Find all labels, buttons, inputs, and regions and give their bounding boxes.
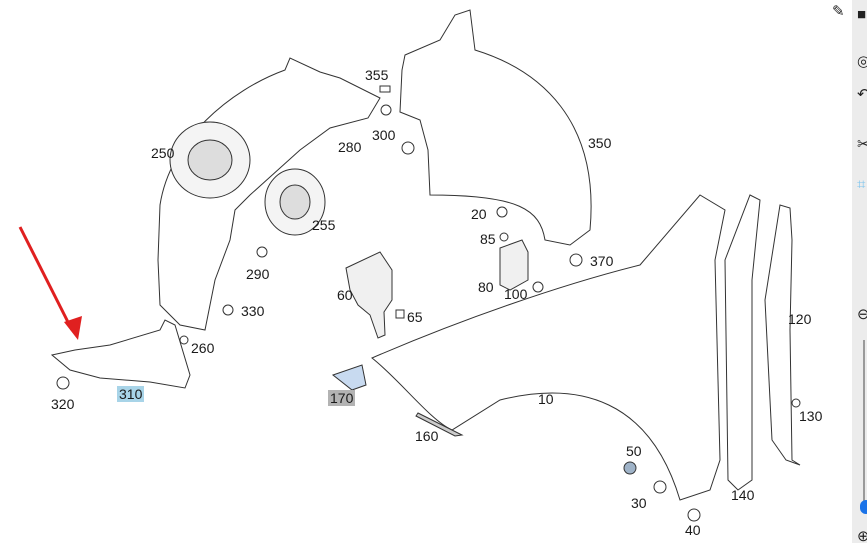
label-280: 280 (338, 139, 362, 155)
label-65: 65 (407, 309, 423, 325)
label-330: 330 (241, 303, 265, 319)
zoom-slider-track[interactable] (863, 340, 865, 510)
part-80-bracket (500, 240, 528, 290)
label-310: 310 (117, 386, 145, 402)
part-20-bolt (497, 207, 507, 217)
label-140: 140 (731, 487, 755, 503)
diagram-drawing (0, 0, 852, 543)
part-100-nut (533, 282, 543, 292)
zoom-out-icon[interactable]: ⊖ (857, 306, 867, 323)
label-30: 30 (631, 495, 647, 511)
part-40-nut (688, 509, 700, 521)
undo-icon[interactable]: ↶ (857, 86, 867, 103)
part-170-piece (333, 365, 366, 390)
label-100: 100 (504, 286, 528, 302)
label-120: 120 (788, 311, 812, 327)
part-260-clip (180, 336, 188, 344)
part-320-screw (57, 377, 69, 389)
part-310-deflector (52, 320, 190, 388)
label-20: 20 (471, 206, 487, 222)
label-260: 260 (191, 340, 215, 356)
label-10: 10 (538, 391, 554, 407)
zoom-slider-thumb[interactable] (860, 500, 867, 514)
label-290: 290 (246, 266, 270, 282)
crop-icon[interactable]: ⌗ (857, 176, 866, 193)
label-130: 130 (799, 408, 823, 424)
part-160-piece (416, 413, 462, 436)
label-255: 255 (312, 217, 336, 233)
label-370: 370 (590, 253, 614, 269)
part-355-nut (380, 86, 390, 92)
part-140-strip (725, 195, 760, 490)
label-300: 300 (372, 127, 396, 143)
label-50: 50 (626, 443, 642, 459)
label-40: 40 (685, 522, 701, 538)
part-50-bolt (624, 462, 636, 474)
part-120-panel (765, 205, 800, 465)
layers-icon[interactable]: ■ (857, 6, 867, 23)
label-170: 170 (328, 390, 356, 406)
label-85: 85 (480, 231, 496, 247)
part-330-screw (223, 305, 233, 315)
target-icon[interactable]: ◎ (857, 53, 867, 70)
part-130-clip (792, 399, 800, 407)
cut-icon[interactable]: ✂ (857, 136, 867, 153)
label-350: 350 (588, 135, 612, 151)
label-80: 80 (478, 279, 494, 295)
part-60-bracket (346, 252, 392, 338)
label-60: 60 (337, 287, 353, 303)
label-355: 355 (365, 67, 389, 83)
parts-diagram: 250 255 280 290 330 260 310 320 355 300 … (0, 0, 852, 543)
part-10-fender (372, 195, 725, 500)
highlight-arrow (20, 227, 72, 330)
part-85-nut (500, 233, 508, 241)
part-65-clip (396, 310, 404, 318)
highlight-arrow-head (64, 316, 82, 340)
zoom-in-icon[interactable]: ⊕ (857, 528, 867, 545)
part-30-clip (654, 481, 666, 493)
part-350-liner (400, 10, 591, 245)
label-250: 250 (151, 145, 175, 161)
part-290-clip (257, 247, 267, 257)
label-320: 320 (51, 396, 75, 412)
part-370-screw (570, 254, 582, 266)
label-160: 160 (415, 428, 439, 444)
edit-icon[interactable]: ✎ (832, 3, 845, 20)
part-300-clip (381, 105, 391, 115)
part-280-nut (402, 142, 414, 154)
